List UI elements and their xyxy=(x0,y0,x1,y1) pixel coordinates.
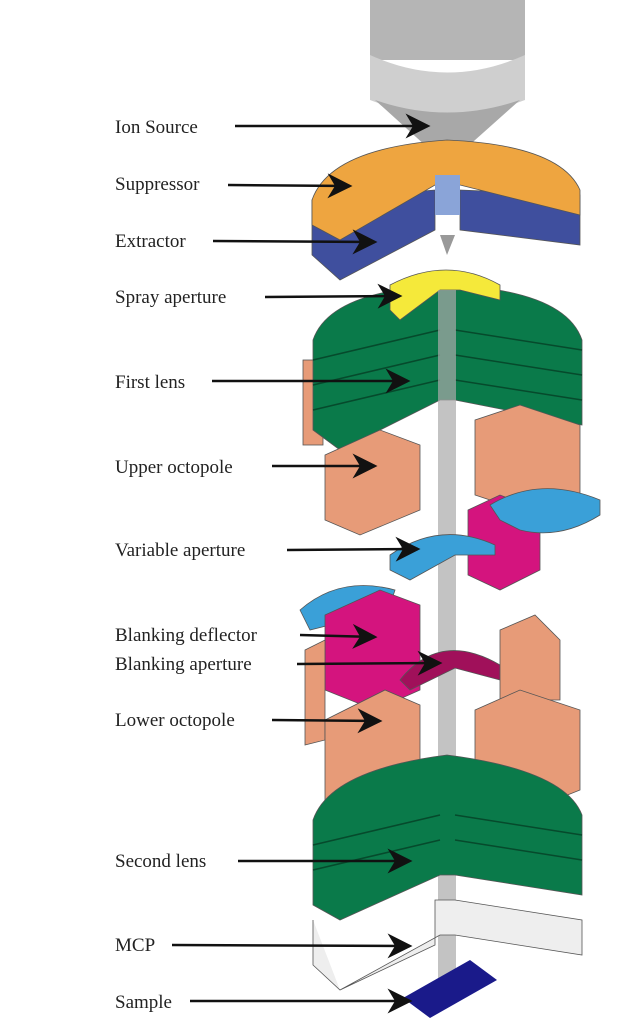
ion-beam xyxy=(438,290,456,980)
label-variable-aperture: Variable aperture xyxy=(115,536,421,562)
svg-text:Lower octopole: Lower octopole xyxy=(115,710,235,731)
svg-text:Suppressor: Suppressor xyxy=(115,174,200,195)
label-extractor: Extractor xyxy=(115,229,378,255)
label-blanking-aperture: Blanking aperture xyxy=(115,650,443,676)
svg-text:Ion Source: Ion Source xyxy=(115,117,198,138)
upper-octopole-shape xyxy=(324,404,581,536)
label-spray-aperture: Spray aperture xyxy=(115,283,403,309)
label-sample: Sample xyxy=(115,988,413,1014)
label-mcp: MCP xyxy=(115,933,413,959)
label-blanking-deflector: Blanking deflector xyxy=(115,623,378,649)
mcp-shape xyxy=(312,899,583,991)
ring-right xyxy=(489,488,601,534)
label-upper-octopole: Upper octopole xyxy=(115,453,378,479)
svg-text:Second lens: Second lens xyxy=(115,851,206,872)
label-suppressor: Suppressor xyxy=(115,173,353,199)
svg-text:Variable aperture: Variable aperture xyxy=(115,540,245,561)
label-second-lens: Second lens xyxy=(115,848,413,874)
svg-text:Extractor: Extractor xyxy=(115,231,186,252)
svg-text:Blanking deflector: Blanking deflector xyxy=(115,625,258,646)
suppressor-extractor-shape xyxy=(311,139,581,281)
second-lens-shape xyxy=(312,754,583,921)
svg-text:Sample: Sample xyxy=(115,992,172,1013)
sample-shape xyxy=(403,960,497,1018)
label-lower-octopole: Lower octopole xyxy=(115,708,383,734)
svg-text:Spray aperture: Spray aperture xyxy=(115,287,226,308)
svg-text:Blanking aperture: Blanking aperture xyxy=(115,654,252,675)
svg-text:Upper octopole: Upper octopole xyxy=(115,457,233,478)
label-ion-source: Ion Source xyxy=(115,113,431,139)
label-first-lens: First lens xyxy=(115,368,411,394)
svg-text:MCP: MCP xyxy=(115,935,155,956)
beam-cone xyxy=(440,235,455,255)
svg-text:First lens: First lens xyxy=(115,372,185,393)
